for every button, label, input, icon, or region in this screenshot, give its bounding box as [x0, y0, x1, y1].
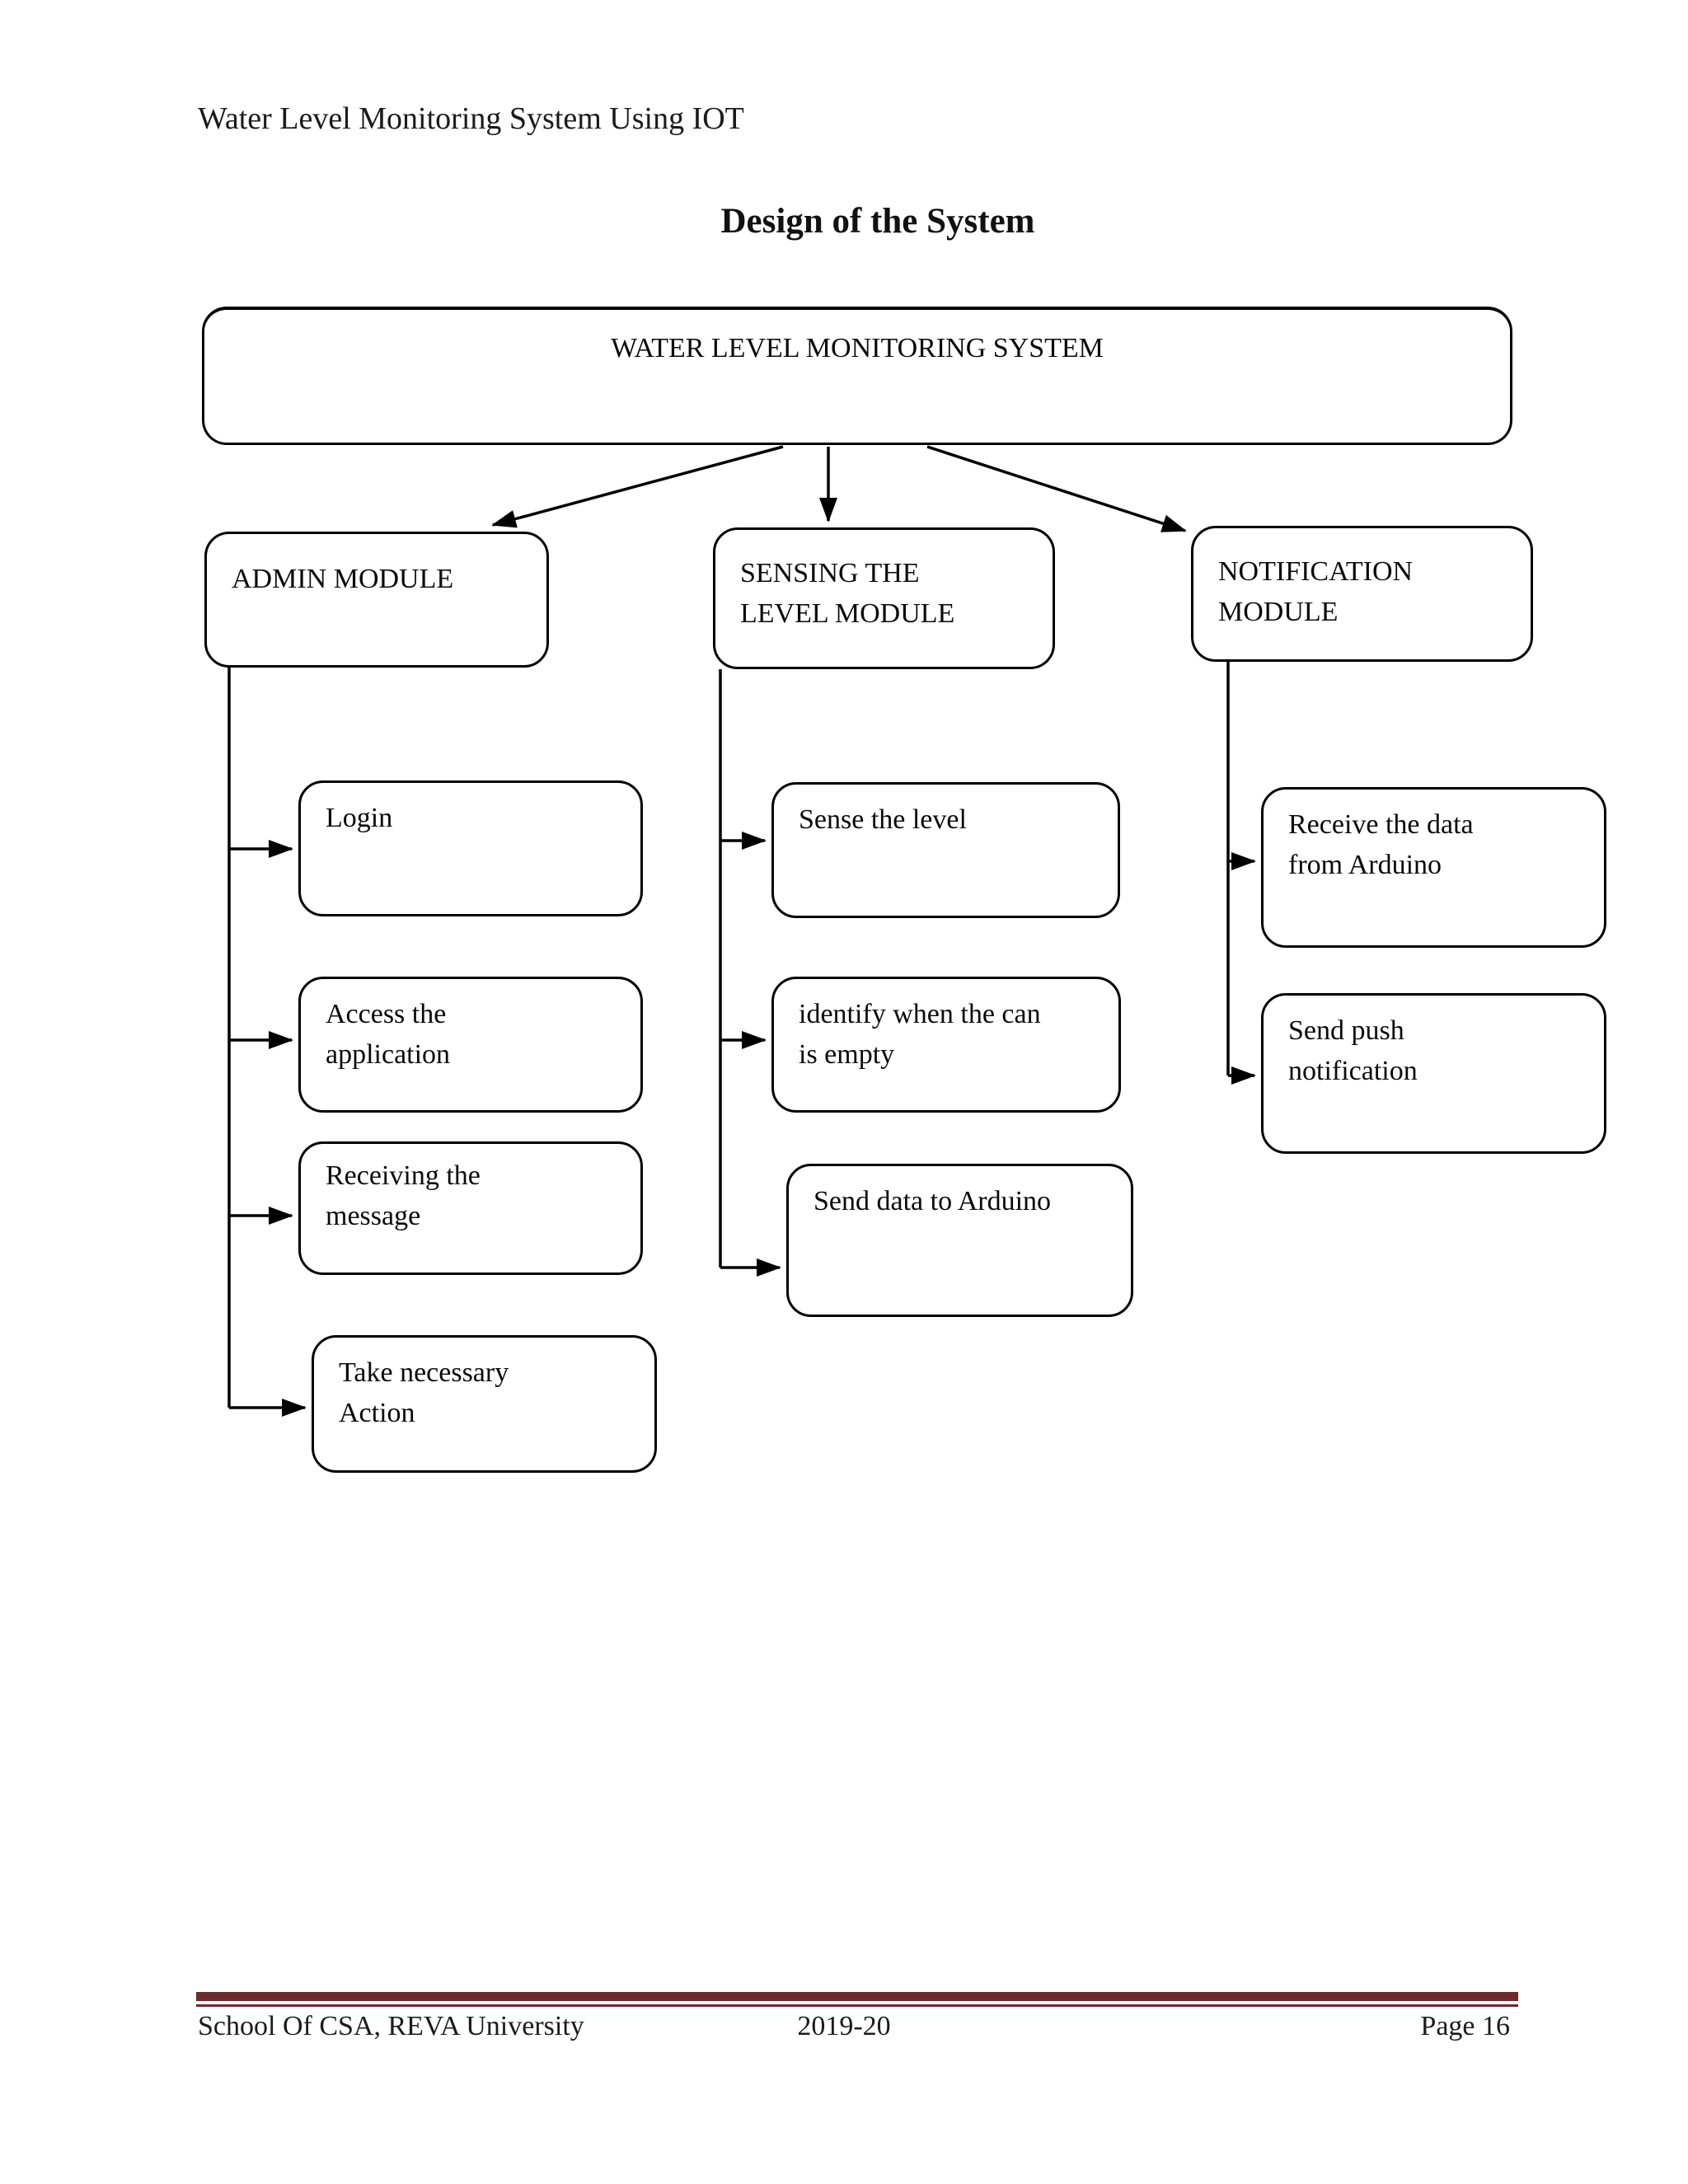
- footer-rule-thick: [196, 1992, 1518, 2001]
- node-receiving-the-message: Receiving the message: [298, 1141, 643, 1275]
- node-identify-when-the-can-is-empty: identify when the can is empty: [771, 977, 1121, 1113]
- footer-year: 2019-20: [797, 2011, 891, 2041]
- node-receive-the-data-from-arduino: Receive the data from Arduino: [1261, 787, 1606, 948]
- footer-rule-thin: [196, 2004, 1518, 2007]
- node-sense-the-level: Sense the level: [771, 782, 1120, 918]
- node-send-data-to-arduino: Send data to Arduino: [786, 1164, 1133, 1317]
- node-water-level-monitoring-system: WATER LEVEL MONITORING SYSTEM: [202, 307, 1512, 445]
- node-sensing-the-level-module: SENSING THE LEVEL MODULE: [713, 527, 1055, 669]
- running-header: Water Level Monitoring System Using IOT: [198, 101, 744, 136]
- node-admin-module: ADMIN MODULE: [204, 532, 549, 668]
- node-take-necessary-action: Take necessary Action: [312, 1335, 657, 1473]
- footer-page-number: Page 16: [1420, 2011, 1510, 2041]
- node-notification-module: NOTIFICATION MODULE: [1191, 526, 1533, 662]
- node-send-push-notification: Send push notification: [1261, 993, 1606, 1154]
- footer-school: School Of CSA, REVA University: [198, 2011, 584, 2041]
- node-login: Login: [298, 780, 643, 916]
- node-access-the-application: Access the application: [298, 977, 643, 1113]
- edge-root-notification: [926, 445, 1187, 532]
- page-title: Design of the System: [720, 202, 1035, 241]
- edge-root-admin: [491, 445, 784, 528]
